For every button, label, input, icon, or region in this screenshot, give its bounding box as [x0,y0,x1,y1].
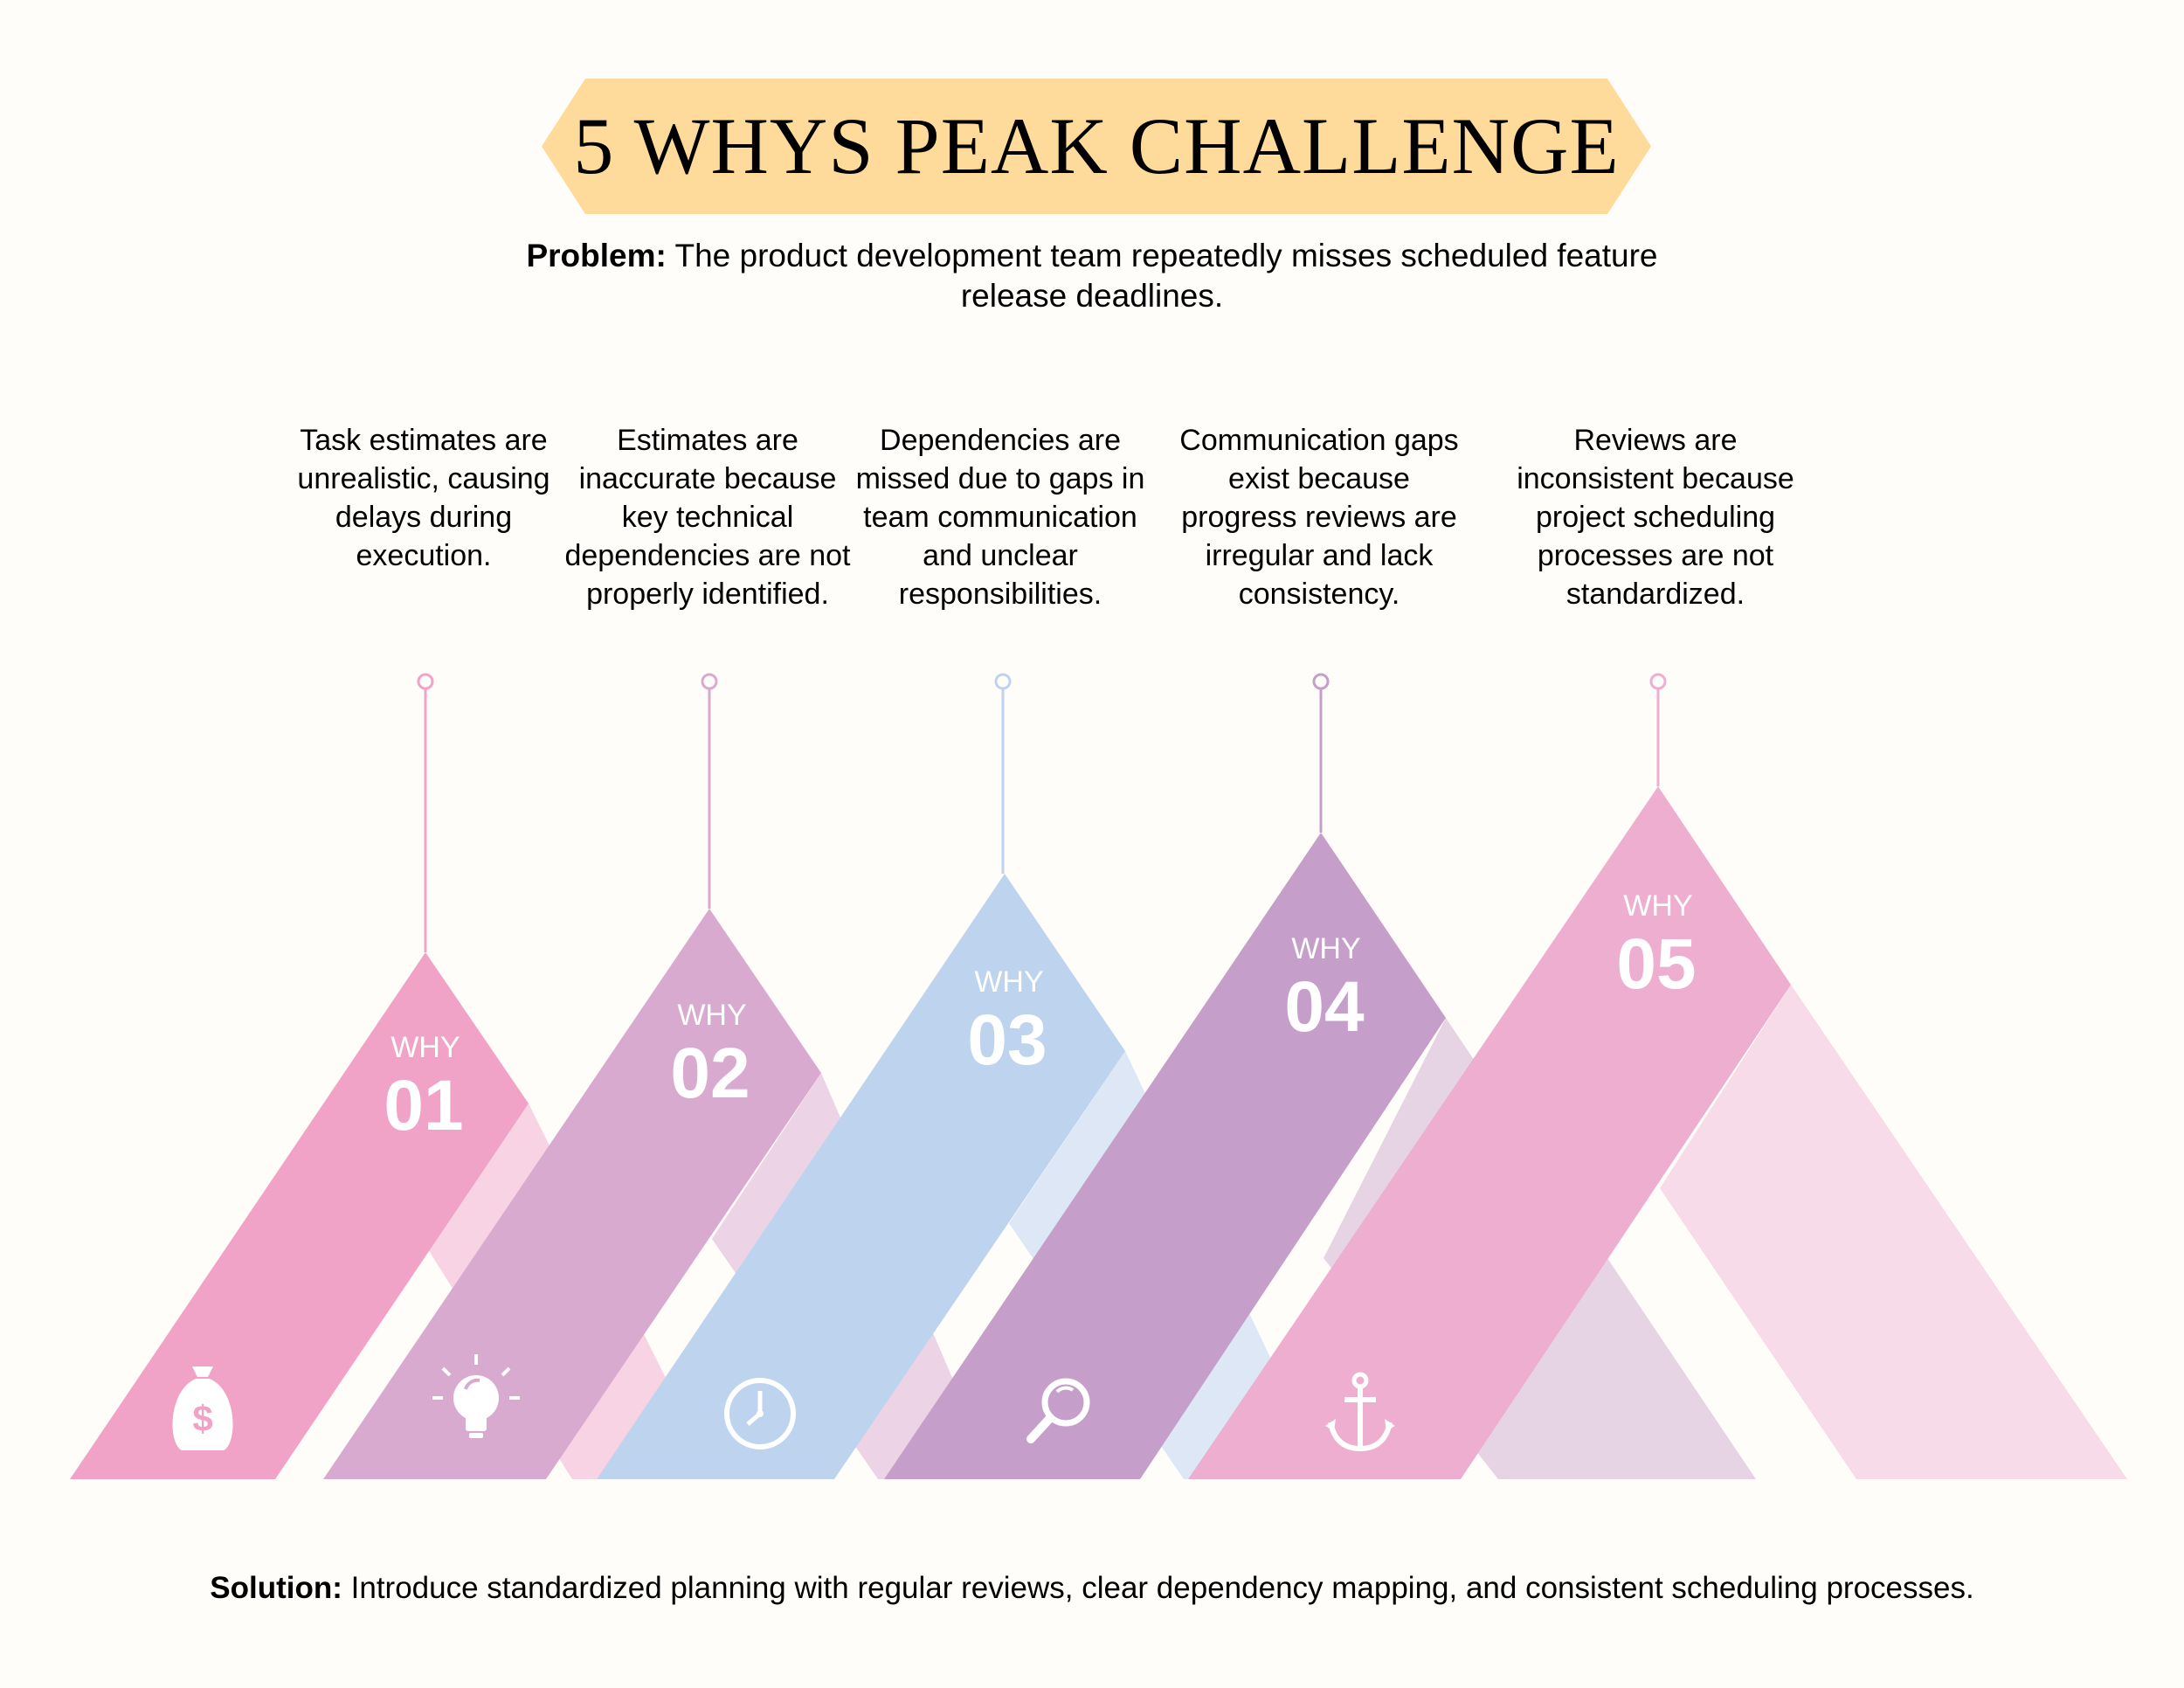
connector-04 [1312,673,1330,833]
magnifier-icon [1026,1378,1090,1443]
why-04-text: Communication gaps exist because progres… [1179,424,1459,611]
why-02-label: WHY [677,999,746,1032]
why-01-text: Task estimates are unrealistic, causing … [297,424,550,572]
problem-statement: Problem: The product development team re… [489,236,1695,316]
why-02-number: 02 [670,1034,750,1113]
connector-02 [701,673,718,909]
why-02-text: Estimates are inaccurate because key tec… [564,424,851,611]
peak-05 [1188,786,1791,1479]
title-banner [542,79,1651,214]
why-05-number: 05 [1616,924,1696,1004]
page-title: 5 WHYS PEAK CHALLENGE [573,101,1620,190]
connector-05 [1649,673,1667,786]
peak-05-shadow [1660,985,2127,1479]
why-05-label: WHY [1623,889,1692,923]
solution-statement: Solution: Introduce standardized plannin… [70,1568,2114,1608]
peak-01 [70,952,529,1479]
solution-text: Introduce standardized planning with reg… [350,1571,1974,1605]
problem-text: The product development team repeatedly … [674,238,1658,314]
connector-01 [417,673,434,952]
lightbulb-icon [432,1354,520,1438]
svg-text:$: $ [192,1398,212,1439]
peak-03 [597,874,1125,1479]
peak-02 [323,909,821,1479]
why-04-number: 04 [1284,967,1365,1047]
anchor-icon [1325,1372,1395,1452]
why-03-number: 03 [967,1000,1047,1080]
peak-04 [884,833,1446,1479]
why-01-label: WHY [390,1031,460,1064]
why-03-text: Dependencies are missed due to gaps in t… [855,424,1145,611]
money-bag-icon: $ [172,1366,233,1450]
why-05-text: Reviews are inconsistent because project… [1517,424,1794,611]
why-01-number: 01 [384,1066,463,1145]
clock-icon [724,1378,796,1449]
why-03-label: WHY [974,965,1043,999]
connector-03 [994,673,1012,874]
solution-label: Solution: [210,1571,342,1605]
problem-label: Problem: [526,238,667,273]
why-04-label: WHY [1291,932,1360,965]
